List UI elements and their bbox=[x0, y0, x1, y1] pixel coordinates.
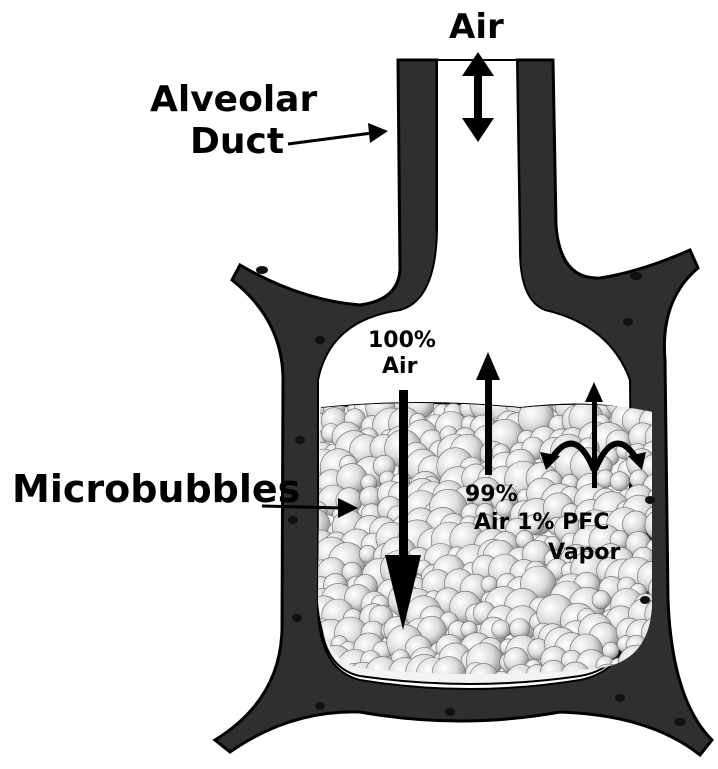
air-pfc-label: Air 1% PFC bbox=[474, 512, 609, 534]
microbubble bbox=[492, 620, 510, 638]
ninety-nine-percent-label: 99% bbox=[465, 484, 518, 506]
duct-pointer-arrow bbox=[288, 123, 388, 144]
microbubbles-label: Microbubbles bbox=[12, 470, 300, 508]
hundred-percent-label: 100% bbox=[368, 330, 436, 352]
air-label: Air bbox=[449, 10, 504, 44]
alveolar-label: Alveolar bbox=[150, 82, 317, 118]
microbubble bbox=[592, 591, 610, 609]
microbubble bbox=[610, 472, 629, 491]
duct-label: Duct bbox=[190, 124, 284, 160]
inner-air-label: Air bbox=[382, 356, 417, 378]
vapor-label: Vapor bbox=[548, 542, 620, 564]
